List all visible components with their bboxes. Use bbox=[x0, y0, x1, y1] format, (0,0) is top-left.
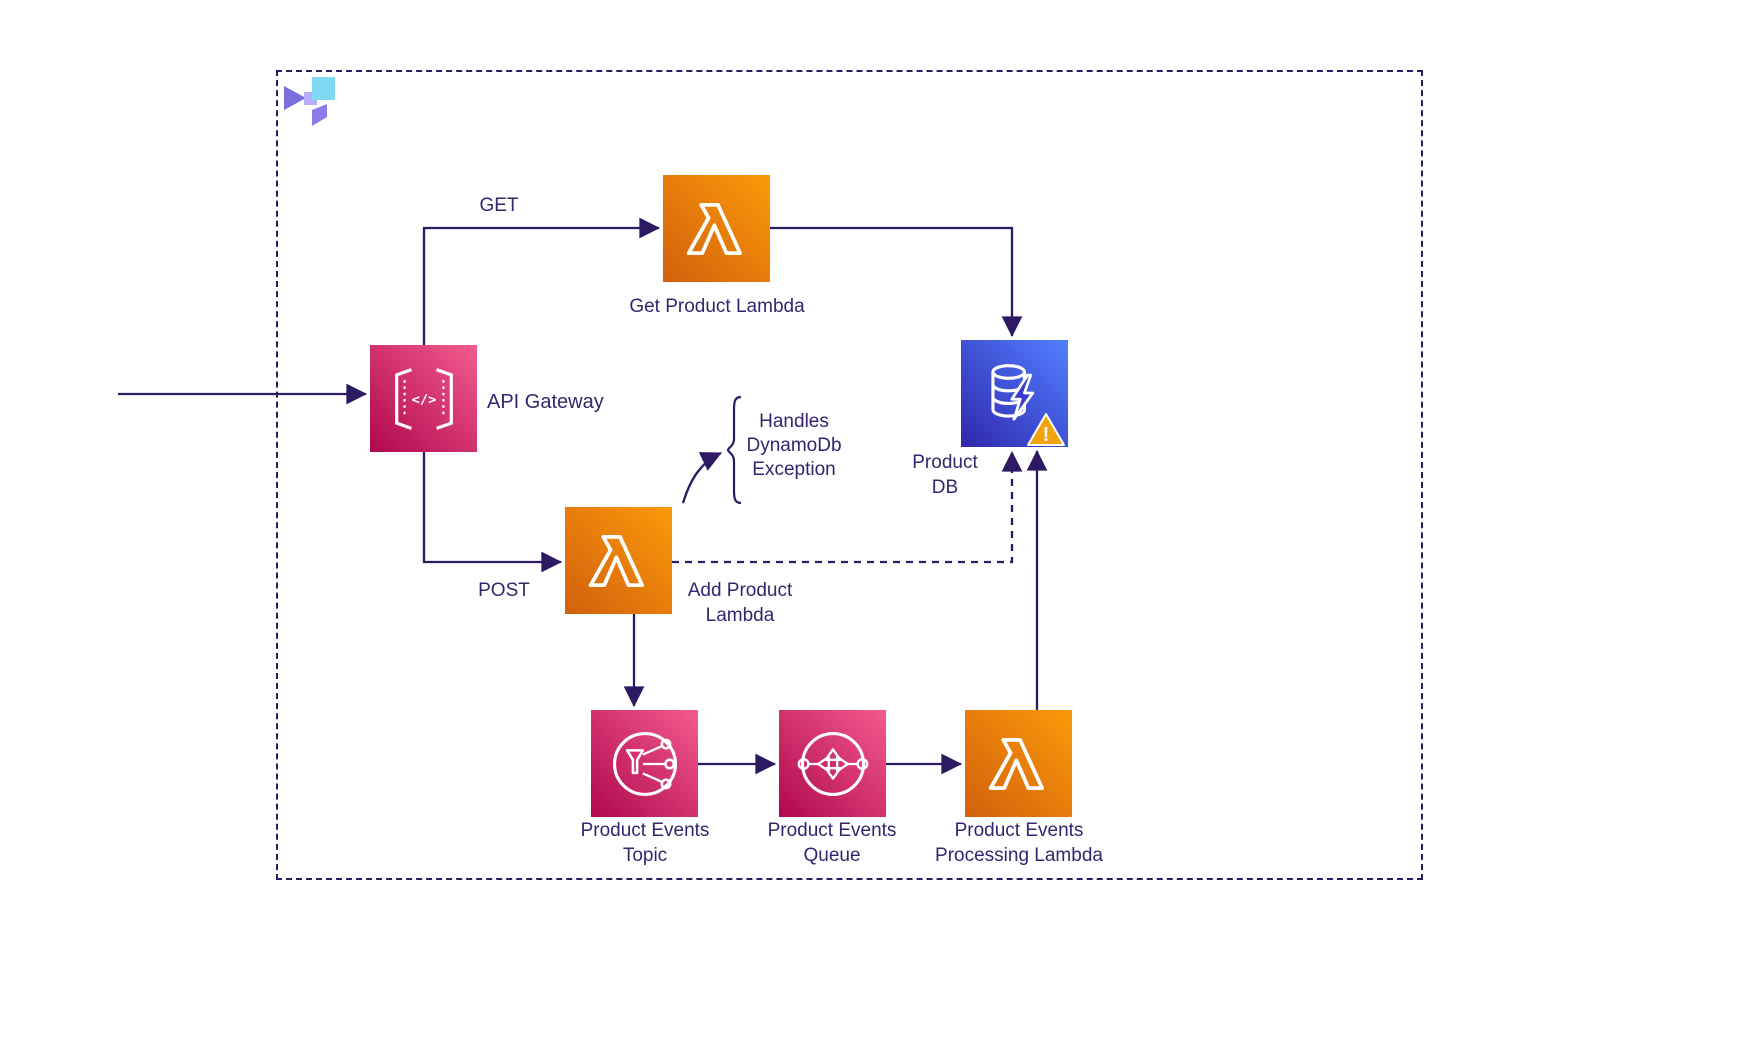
edge-add-lambda-to-db-dashed bbox=[672, 450, 1023, 564]
node-product-db bbox=[961, 340, 1068, 447]
annotation-text: Handles DynamoDb Exception bbox=[746, 411, 842, 480]
node-api-gateway: </> bbox=[370, 345, 477, 452]
edge-label-get: GET bbox=[479, 195, 519, 216]
sqs-queue-icon bbox=[797, 731, 868, 796]
edge-post bbox=[422, 452, 563, 573]
node-label-product-events-queue: Product Events Queue bbox=[767, 820, 897, 866]
dynamodb-icon bbox=[990, 363, 1034, 421]
node-product-events-topic bbox=[591, 710, 698, 817]
lambda-icon bbox=[988, 737, 1044, 790]
node-label-product-db: Product DB bbox=[912, 452, 978, 498]
node-label-get-product-lambda: Get Product Lambda bbox=[629, 296, 805, 317]
edge-get-lambda-to-db bbox=[770, 226, 1023, 338]
node-label-product-events-topic: Product Events Topic bbox=[580, 820, 710, 866]
node-label-add-product-lambda: Add Product Lambda bbox=[687, 580, 793, 626]
warning-glyph: ! bbox=[1043, 424, 1050, 446]
brand-logo-icon bbox=[284, 77, 335, 126]
lambda-icon bbox=[588, 534, 644, 587]
node-product-events-queue bbox=[779, 710, 886, 817]
node-get-product-lambda bbox=[663, 175, 770, 282]
node-label-product-events-processing-lambda: Product Events Processing Lambda bbox=[935, 820, 1103, 866]
edge-exception-annotation bbox=[681, 451, 722, 504]
architecture-boundary bbox=[276, 70, 1423, 880]
lambda-icon bbox=[686, 202, 742, 255]
node-label-api-gateway: API Gateway bbox=[487, 391, 604, 413]
sns-topic-icon bbox=[612, 731, 677, 796]
warning-icon: ! bbox=[1027, 413, 1065, 446]
api-gateway-glyph: </> bbox=[411, 392, 436, 408]
node-add-product-lambda bbox=[565, 507, 672, 614]
edge-label-post: POST bbox=[478, 580, 530, 601]
node-product-events-processing-lambda bbox=[965, 710, 1072, 817]
brace-icon bbox=[726, 395, 742, 505]
api-gateway-icon: </> bbox=[394, 367, 453, 430]
edge-get bbox=[422, 217, 661, 345]
